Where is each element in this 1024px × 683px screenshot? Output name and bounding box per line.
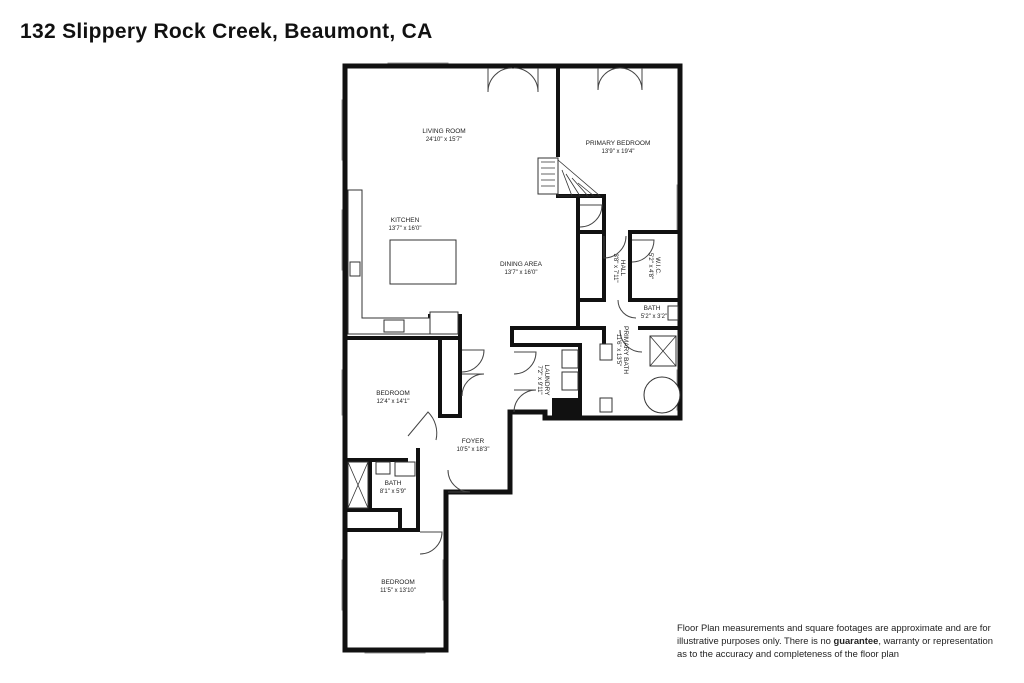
room-label-laundry: LAUNDRY 7'2" x 9'11" [536,365,550,397]
room-dimensions: 12'4" x 14'1" [377,399,410,405]
disclaimer-emphasis: guarantee [833,635,879,646]
room-label-bedroom-1: BEDROOM 12'4" x 14'1" [376,390,410,405]
room-name: PRIMARY BEDROOM [586,140,651,147]
disclaimer-line: illustrative purposes only. There is no … [677,634,1007,647]
room-label-foyer: FOYER 10'5" x 18'3" [457,438,490,453]
room-label-primary-bedroom: PRIMARY BEDROOM 13'9" x 19'4" [586,140,651,155]
room-name: LAUNDRY [543,365,550,397]
room-name: LIVING ROOM [422,128,465,135]
room-name: BEDROOM [376,390,410,397]
room-dimensions: 3'8" x 7'11" [612,253,618,282]
room-dimensions: 11'5" x 13'10" [380,588,416,594]
room-name: BEDROOM [381,579,415,586]
laundry-fixtures [552,349,579,416]
room-label-bath-2: BATH 8'1" x 5'9" [380,480,406,495]
kitchen-fixtures [347,189,459,335]
room-label-primary-bath: PRIMARY BATH 11'6" x 13'5" [615,326,629,374]
bath-2-fixtures [347,461,416,509]
floor-plan-disclaimer: Floor Plan measurements and square foota… [677,621,1007,660]
room-name: HALL [619,260,626,277]
primary-bath-fixtures [599,305,681,414]
room-dimensions: 5'2" x 3'2" [641,314,667,320]
room-label-bath-primary-wc: BATH 5'2" x 3'2" [641,305,667,320]
room-dimensions: 24'10" x 15'7" [426,137,462,143]
disclaimer-text: illustrative purposes only. There is no [677,635,834,646]
room-label-wic: W.I.C. 5'2" x 4'8" [647,253,661,279]
room-name: FOYER [462,438,485,445]
room-dimensions: 8'1" x 5'9" [380,489,406,495]
listing-address-title: 132 Slippery Rock Creek, Beaumont, CA [20,20,433,43]
room-label-hall: HALL 3'8" x 7'11" [612,253,626,282]
room-label-kitchen: KITCHEN 13'7" x 16'0" [389,217,422,232]
room-label-bedroom-2: BEDROOM 11'5" x 13'10" [380,579,416,594]
room-dimensions: 7'2" x 9'11" [536,365,542,394]
room-dimensions: 10'5" x 18'3" [457,447,490,453]
disclaimer-line: as to the accuracy and completeness of t… [677,648,900,659]
room-label-living-room: LIVING ROOM 24'10" x 15'7" [422,128,465,143]
disclaimer-text: , warranty or representation [878,635,993,646]
fireplace [537,157,602,197]
room-dimensions: 13'9" x 19'4" [602,149,635,155]
room-dimensions: 13'7" x 16'0" [505,270,538,276]
doors [407,67,655,555]
room-name: BATH [385,480,402,487]
room-name: W.I.C. [654,257,661,275]
room-name: DINING AREA [500,261,543,268]
room-name: KITCHEN [391,217,420,224]
room-name: PRIMARY BATH [622,326,629,374]
disclaimer-line: Floor Plan measurements and square foota… [677,622,991,633]
room-dimensions: 11'6" x 13'5" [615,334,621,366]
room-name: BATH [644,305,661,312]
room-dimensions: 5'2" x 4'8" [647,253,653,279]
room-label-dining-area: DINING AREA 13'7" x 16'0" [500,261,543,276]
room-dimensions: 13'7" x 16'0" [389,226,422,232]
